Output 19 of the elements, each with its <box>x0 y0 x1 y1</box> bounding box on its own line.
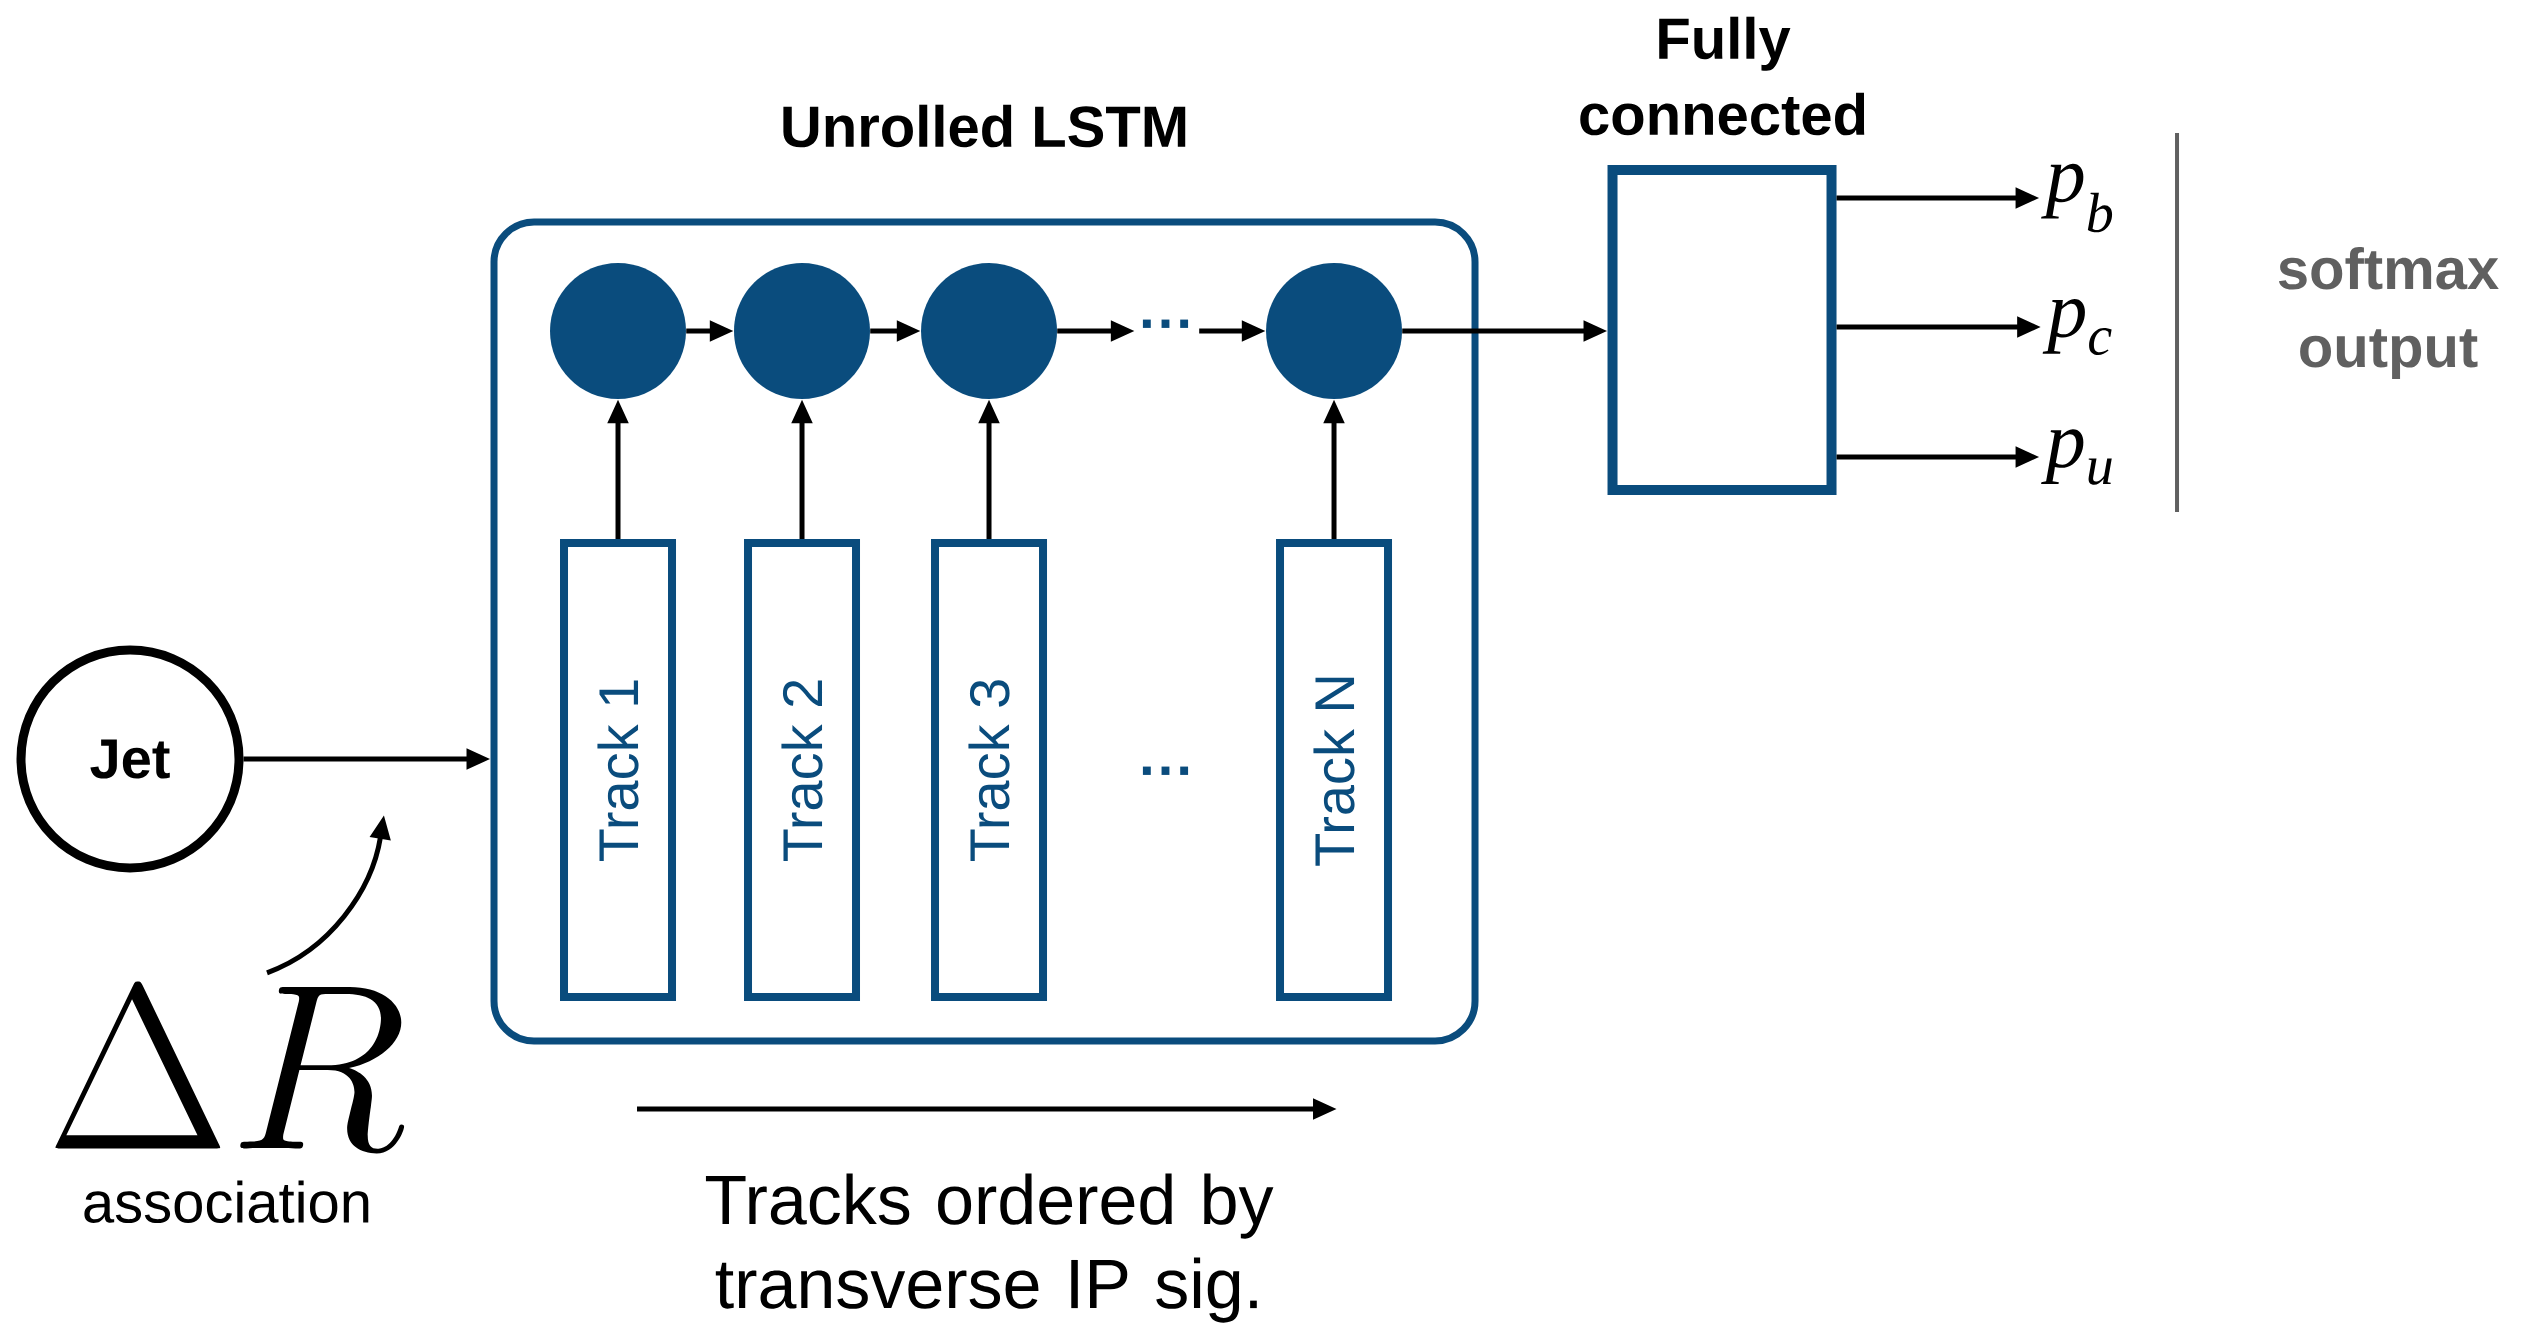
lstm-cell-circle <box>734 263 870 399</box>
track-box: Track N <box>1276 539 1392 1001</box>
side-label: softmax output <box>2278 246 2499 380</box>
caption: Tracks ordered by transverse IP sig. <box>705 1173 1274 1323</box>
delta-r-symbol: $\Delta R$ <box>55 981 405 1154</box>
ellipsis: ··· <box>1142 319 1189 328</box>
note-text: association <box>84 1180 369 1224</box>
lstm-cell-circle <box>1266 263 1402 399</box>
probability-output: p$_{u}$ <box>2041 429 2112 485</box>
track-box: Track 2 <box>744 539 860 1001</box>
lstm-cell-circle <box>550 263 686 399</box>
track-box: Track 3 <box>931 539 1047 1001</box>
probability-output: p$_{c}$ <box>2042 298 2112 356</box>
track-box: Track 1 <box>560 539 676 1001</box>
lstm-cell-circle <box>921 263 1057 399</box>
box-heading: Fully connected <box>1580 16 1865 136</box>
box-heading: Unrolled LSTM <box>783 104 1186 148</box>
probability-output: p$_{b}$ <box>2041 163 2113 233</box>
ellipsis: ··· <box>1142 766 1189 775</box>
